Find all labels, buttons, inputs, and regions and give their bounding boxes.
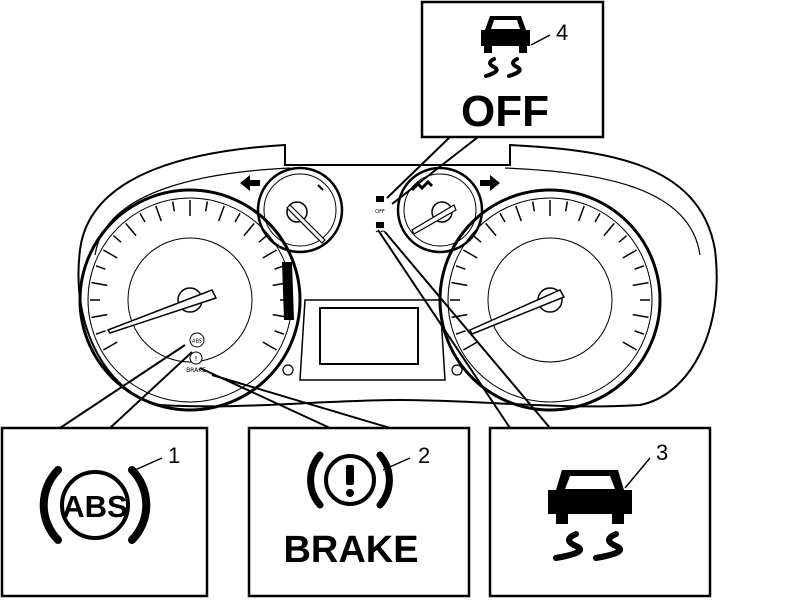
callout-number-1: 1 bbox=[168, 443, 180, 468]
gauge-tick bbox=[632, 313, 649, 319]
gauge-tick bbox=[603, 222, 615, 237]
gauge-tick bbox=[91, 281, 108, 287]
traction-skid-marks-icon bbox=[553, 531, 623, 561]
off-label: OFF bbox=[461, 87, 549, 136]
callout-abs: ABS 1 bbox=[0, 426, 209, 598]
cluster-brake-indicator: ! BRAKE bbox=[186, 351, 206, 374]
callout-traction: 3 bbox=[488, 426, 712, 598]
gauge-tick bbox=[485, 222, 497, 237]
skid-marks-icon bbox=[484, 57, 522, 78]
turn-right-arrow-icon bbox=[480, 175, 500, 191]
svg-text:ABS: ABS bbox=[192, 339, 202, 345]
gauge-tick bbox=[632, 281, 649, 287]
svg-text:BRAKE: BRAKE bbox=[186, 367, 206, 374]
gauge-tick bbox=[455, 265, 466, 270]
gauge-tick bbox=[515, 205, 522, 222]
gauge-tick bbox=[564, 201, 569, 212]
gauge-tick bbox=[455, 330, 466, 335]
gauge-tick bbox=[262, 249, 277, 259]
gauge-tick bbox=[204, 201, 209, 212]
gauge-tick bbox=[171, 201, 176, 212]
gauge-tick bbox=[95, 330, 106, 335]
temperature-gauge bbox=[396, 166, 484, 254]
cluster-abs-indicator: ABS bbox=[189, 332, 205, 348]
gauge-tick bbox=[274, 330, 285, 335]
gauge-tick bbox=[125, 222, 137, 237]
left-main-gauge bbox=[78, 188, 302, 412]
gauge-tick bbox=[155, 205, 162, 222]
gauge-tick bbox=[91, 313, 108, 319]
callout-number-3: 3 bbox=[656, 440, 668, 465]
callout-number-2: 2 bbox=[418, 443, 430, 468]
gauge-tick bbox=[531, 201, 536, 212]
gauge-tick bbox=[95, 265, 106, 270]
gauge-tick bbox=[139, 213, 146, 223]
center-display bbox=[282, 299, 463, 381]
gauge-tick bbox=[258, 235, 268, 243]
svg-text:ABS: ABS bbox=[62, 489, 127, 524]
callout-number-4: 4 bbox=[556, 20, 568, 45]
callout-traction-off: OFF 4 bbox=[420, 0, 605, 139]
brake-warning-icon bbox=[307, 451, 393, 509]
gauge-tick bbox=[499, 213, 506, 223]
gauge-tick bbox=[472, 235, 482, 243]
gauge-tick bbox=[234, 213, 241, 223]
gauge-tick bbox=[218, 205, 225, 222]
right-main-gauge bbox=[438, 188, 662, 412]
brake-label: BRAKE bbox=[283, 529, 418, 571]
gauge-tick bbox=[262, 341, 277, 351]
gauge-tick bbox=[451, 313, 468, 319]
cluster-traction-off-indicator: OFF bbox=[375, 196, 385, 215]
callout-brake: BRAKE 2 bbox=[247, 426, 471, 598]
svg-text:OFF: OFF bbox=[375, 209, 385, 215]
fuel-gauge bbox=[256, 166, 344, 254]
svg-text:!: ! bbox=[195, 355, 198, 363]
gauge-tick bbox=[618, 235, 628, 243]
gauge-tick bbox=[103, 249, 118, 259]
gauge-tick bbox=[463, 341, 478, 351]
gauge-tick bbox=[451, 281, 468, 287]
leader-lines bbox=[59, 136, 551, 429]
abs-warning-icon: ABS bbox=[39, 466, 151, 544]
gauge-tick bbox=[112, 235, 122, 243]
gauge-tick bbox=[463, 249, 478, 259]
gauge-tick bbox=[634, 265, 645, 270]
turn-left-arrow-icon bbox=[240, 175, 260, 191]
gauge-tick bbox=[594, 213, 601, 223]
gauge-tick bbox=[243, 222, 255, 237]
gauge-tick bbox=[622, 341, 637, 351]
gauge-tick bbox=[578, 205, 585, 222]
gauge-tick bbox=[103, 341, 118, 351]
gauge-tick bbox=[622, 249, 637, 259]
gauge-tick bbox=[634, 330, 645, 335]
